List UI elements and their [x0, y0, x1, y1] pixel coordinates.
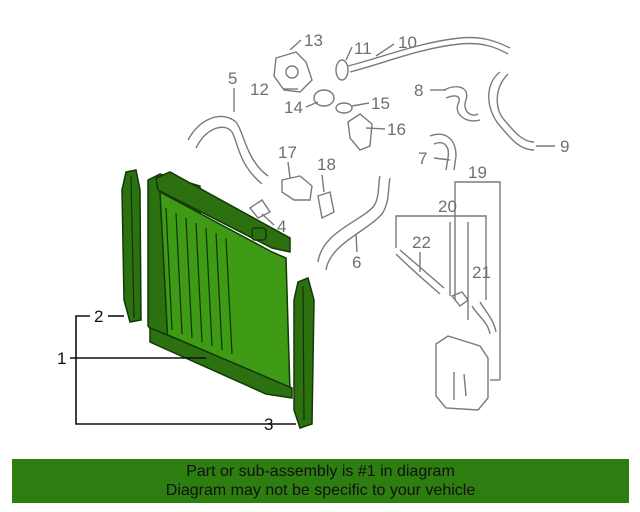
- callout-22[interactable]: 22: [412, 233, 431, 252]
- thermostat: [313, 89, 335, 107]
- parts-diagram: 1 2 3 4 5 6 7 8 9 10 11 12 13 14 15 16 1…: [57, 31, 569, 434]
- heater-hose-9: [488, 71, 535, 151]
- callout-2[interactable]: 2: [94, 307, 103, 326]
- bypass-pipe: [347, 36, 511, 73]
- callout-3[interactable]: 3: [264, 415, 273, 434]
- radiator-filler-neck: [251, 227, 267, 241]
- callout-21[interactable]: 21: [472, 263, 491, 282]
- inlet-housing: [281, 175, 313, 201]
- overflow-hose: [395, 249, 445, 295]
- callout-15[interactable]: 15: [371, 94, 390, 113]
- bracket: [248, 199, 272, 219]
- callout-11[interactable]: 11: [354, 39, 372, 58]
- banner-line-1: Part or sub-assembly is #1 in diagram: [186, 463, 455, 480]
- callout-16[interactable]: 16: [387, 120, 406, 139]
- callout-6[interactable]: 6: [352, 253, 361, 272]
- thermostat-gasket: [335, 102, 353, 114]
- callout-18[interactable]: 18: [317, 155, 336, 174]
- inlet-gasket: [317, 191, 335, 220]
- callout-1[interactable]: 1: [57, 349, 66, 368]
- callout-10[interactable]: 10: [398, 33, 417, 52]
- pipe-gasket: [335, 59, 349, 81]
- radiator-bottom-tank: [149, 326, 293, 399]
- callout-20[interactable]: 20: [438, 197, 457, 216]
- heater-hose-8: [443, 86, 481, 122]
- callout-12[interactable]: 12: [250, 80, 269, 99]
- radiator-core: [159, 190, 291, 394]
- left-seal-deflector[interactable]: [121, 169, 142, 323]
- reservoir-hose: [471, 301, 497, 335]
- callout-5[interactable]: 5: [228, 69, 237, 88]
- callout-9[interactable]: 9: [560, 137, 569, 156]
- callout-7[interactable]: 7: [418, 149, 427, 168]
- water-inlet: [347, 113, 373, 151]
- callout-8[interactable]: 8: [414, 81, 423, 100]
- upper-radiator-hose: [187, 115, 269, 185]
- radiator-assembly[interactable]: [121, 169, 315, 429]
- lower-radiator-hose: [317, 175, 391, 271]
- callout-13[interactable]: 13: [304, 31, 323, 50]
- hose-7: [429, 133, 457, 171]
- callout-19[interactable]: 19: [468, 163, 487, 182]
- info-banner: Part or sub-assembly is #1 in diagram Di…: [12, 459, 629, 503]
- coolant-reservoir: [435, 335, 489, 411]
- callout-14[interactable]: 14: [284, 98, 303, 117]
- callout-17[interactable]: 17: [278, 143, 297, 162]
- callout-4[interactable]: 4: [277, 217, 286, 236]
- banner-line-2: Diagram may not be specific to your vehi…: [165, 482, 476, 499]
